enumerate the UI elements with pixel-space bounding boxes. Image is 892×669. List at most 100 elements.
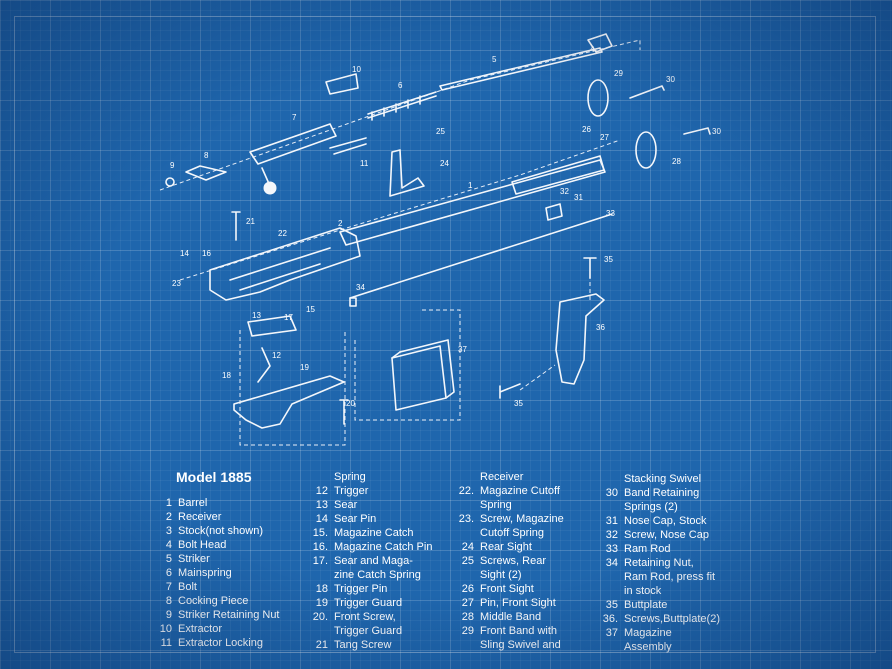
legend-item-label: Magazine Catch (334, 527, 414, 539)
legend-item-number: 22. (458, 485, 474, 497)
guide-line-magazine-box (354, 309, 461, 421)
legend-item-number: 24 (461, 541, 474, 553)
legend-item-label: Receiver (480, 471, 524, 483)
legend-item-label: zine Catch Spring (334, 569, 421, 581)
callout-8: 8 (204, 151, 209, 160)
callout-30-lower: 30 (712, 127, 721, 136)
guide-line-trigger-box (239, 330, 346, 446)
part-middle-band (635, 131, 657, 169)
callout-1: 1 (468, 181, 473, 190)
part-receiver (209, 227, 361, 301)
legend-item-number: 18 (315, 583, 328, 595)
legend-item: 21 Tang Screw (302, 638, 432, 652)
callout-11: 11 (360, 159, 369, 168)
legend-item: Spring (448, 498, 564, 512)
legend-item: 20.Front Screw, (302, 610, 432, 624)
legend-item-label: Trigger Pin (334, 583, 388, 595)
legend-item-label: Screw, Nose Cap (624, 529, 709, 541)
part-sear (247, 315, 297, 337)
part-trigger (257, 347, 271, 383)
legend-item-label: Extractor Locking (178, 637, 263, 649)
legend-item-number (448, 568, 480, 582)
legend-item-label: Barrel (178, 497, 208, 509)
legend-item-number: 14 (315, 513, 328, 525)
legend-item: zine Catch Spring (302, 568, 432, 582)
part-ram-rod-nut (349, 297, 357, 307)
legend-item-label: Tang Screw (334, 639, 392, 651)
legend-item-label: Band Retaining (624, 487, 700, 499)
callout-28: 28 (672, 157, 681, 166)
sheet-border (14, 16, 876, 653)
legend-item-label: Trigger (334, 485, 369, 497)
legend-item-number: 21 (315, 639, 328, 651)
part-cocking-piece (185, 165, 227, 181)
callout-15: 15 (306, 305, 315, 314)
callout-30-upper: 30 (666, 75, 675, 84)
part-trigger-guard (233, 375, 345, 429)
legend-item-number: 15. (312, 527, 328, 539)
legend-item-number: 33 (605, 543, 618, 555)
legend-item-label: Stock(not shown) (178, 525, 263, 537)
legend-item-number: 29 (461, 625, 474, 637)
legend-item-number: 9 (165, 609, 172, 621)
legend-item: 32 Screw, Nose Cap (594, 528, 720, 542)
callout-25: 25 (436, 127, 445, 136)
legend-item: Springs (2) (594, 500, 720, 514)
legend-item: Receiver (448, 470, 564, 484)
legend-item-label: Sight (2) (480, 569, 522, 581)
legend-item-number (594, 640, 624, 654)
part-tang-screw (231, 211, 241, 241)
legend-item-number: 34 (605, 557, 618, 569)
legend-item-label: Stacking Swivel (624, 473, 702, 485)
part-magazine (391, 339, 455, 411)
legend-item-label: Ram Rod, press fit (624, 571, 716, 583)
callout-4: 4 (590, 45, 595, 54)
legend-item-label: Extractor (178, 623, 223, 635)
callout-26: 26 (582, 125, 591, 134)
part-rear-sight (389, 149, 425, 197)
legend-item-label: Cutoff Spring (480, 527, 545, 539)
callout-18: 18 (222, 371, 231, 380)
legend-item-number: 10 (159, 623, 172, 635)
callout-20: 20 (346, 399, 355, 408)
part-bolt-head (587, 33, 613, 53)
diagram-title: Model 1885 (176, 469, 252, 485)
legend-item-number: 2 (165, 511, 172, 523)
legend-item-number (448, 470, 480, 484)
legend-item: Assembly (594, 640, 720, 654)
legend-item-number: 4 (165, 539, 172, 551)
legend-item-label: Screws,Buttplate(2) (624, 613, 720, 625)
legend-item-number: 17. (312, 555, 328, 567)
legend-item: 17.Sear and Maga- (302, 554, 432, 568)
part-buttplate (555, 293, 605, 385)
callout-16: 16 (202, 249, 211, 258)
callout-34: 34 (356, 283, 365, 292)
legend-item-number (594, 584, 624, 598)
legend-item-label: Rear Sight (480, 541, 532, 553)
legend-item-number: 32 (605, 529, 618, 541)
legend-item-number: 20. (312, 611, 328, 623)
callout-37: 37 (458, 345, 467, 354)
legend-item-number: 5 (165, 553, 172, 565)
legend-item: 10 Extractor (148, 622, 280, 636)
legend-item: Cutoff Spring (448, 526, 564, 540)
part-buttplate-screw-top (583, 257, 597, 279)
legend-item-label: Sear (334, 499, 358, 511)
part-buttplate-screw-bottom (499, 383, 521, 399)
legend-item-label: Magazine Catch Pin (334, 541, 433, 553)
legend-item: 16.Magazine Catch Pin (302, 540, 433, 554)
